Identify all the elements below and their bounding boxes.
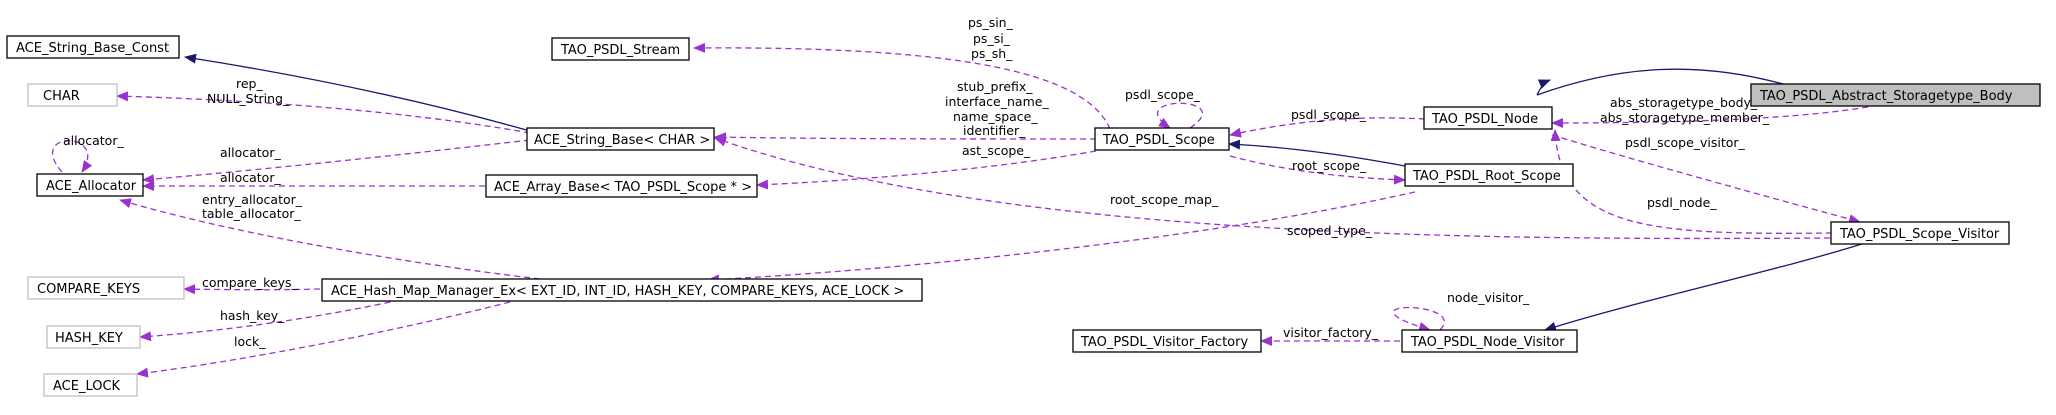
node-ace-string-base-const[interactable]: ACE_String_Base_Const xyxy=(6,35,180,59)
label-rep: rep_ xyxy=(236,76,263,91)
label-ps-si: ps_si_ xyxy=(973,31,1011,46)
label-visitor-factory: visitor_factory_ xyxy=(1283,325,1379,340)
label-lock: lock_ xyxy=(234,334,266,349)
label-hash-key: hash_key_ xyxy=(220,308,285,323)
label-table-allocator: table_allocator_ xyxy=(202,206,301,221)
edge-hashmap-to-hash-key xyxy=(139,299,401,342)
node-compare-keys-label: COMPARE_KEYS xyxy=(37,282,140,297)
edge-scope-to-root-scope xyxy=(1229,155,1406,185)
node-ace-string-base-const-label: ACE_String_Base_Const xyxy=(16,41,169,56)
label-interface-name: interface_name_ xyxy=(945,94,1049,109)
edge-hashmap-to-ace-lock xyxy=(136,301,511,378)
edge-storagetype-body-to-node-members xyxy=(1551,106,1869,128)
label-null-string: NULL_String_ xyxy=(207,91,290,106)
edge-string-base-to-const xyxy=(184,53,531,132)
edge-root-scope-to-hashmap xyxy=(707,191,1416,285)
node-ace-string-base-char[interactable]: ACE_String_Base< CHAR > xyxy=(526,127,715,151)
node-char-label: CHAR xyxy=(43,89,80,104)
node-tao-psdl-visitor-factory[interactable]: TAO_PSDL_Visitor_Factory xyxy=(1072,329,1262,353)
node-tao-psdl-node-label: TAO_PSDL_Node xyxy=(1431,112,1538,127)
node-tao-psdl-node-visitor[interactable]: TAO_PSDL_Node_Visitor xyxy=(1401,329,1578,353)
edge-string-base-to-allocator xyxy=(142,139,531,185)
edge-node-to-scope-visitor xyxy=(1551,134,1861,224)
label-psdl-scope-visitor: psdl_scope_visitor_ xyxy=(1625,135,1746,150)
node-ace-hash-map-manager-ex[interactable]: ACE_Hash_Map_Manager_Ex< EXT_ID, INT_ID,… xyxy=(321,278,923,302)
node-tao-psdl-node[interactable]: TAO_PSDL_Node xyxy=(1423,106,1553,130)
label-root-scope: root_scope_ xyxy=(1292,158,1367,173)
node-ace-allocator-label: ACE_Allocator xyxy=(46,179,137,194)
label-allocator-1: allocator_ xyxy=(220,145,281,160)
node-ace-lock[interactable]: ACE_LOCK xyxy=(43,373,138,397)
node-tao-psdl-node-visitor-label: TAO_PSDL_Node_Visitor xyxy=(1410,335,1565,350)
edge-scope-to-stream xyxy=(693,42,1111,130)
label-entry-allocator: entry_allocator_ xyxy=(202,192,303,207)
label-name-space: name_space_ xyxy=(953,109,1038,124)
node-tao-psdl-root-scope[interactable]: TAO_PSDL_Root_Scope xyxy=(1404,163,1574,187)
edge-scope-visitor-to-string-base xyxy=(714,136,1831,240)
node-hash-key-label: HASH_KEY xyxy=(55,331,123,346)
label-allocator-2: allocator_ xyxy=(220,170,281,185)
label-node-visitor: node_visitor_ xyxy=(1447,290,1530,305)
node-ace-array-base[interactable]: ACE_Array_Base< TAO_PSDL_Scope * > xyxy=(485,174,758,198)
node-ace-allocator[interactable]: ACE_Allocator xyxy=(36,173,144,197)
node-compare-keys[interactable]: COMPARE_KEYS xyxy=(27,276,185,300)
node-tao-psdl-abstract-storagetype-body[interactable]: TAO_PSDL_Abstract_Storagetype_Body xyxy=(1750,83,2041,107)
node-hash-key[interactable]: HASH_KEY xyxy=(46,325,141,349)
label-psdl-node: psdl_node_ xyxy=(1647,195,1717,210)
node-ace-hash-map-manager-ex-label: ACE_Hash_Map_Manager_Ex< EXT_ID, INT_ID,… xyxy=(331,284,904,299)
node-ace-lock-label: ACE_LOCK xyxy=(53,379,121,394)
node-ace-array-base-label: ACE_Array_Base< TAO_PSDL_Scope * > xyxy=(494,180,752,195)
label-scoped-type: scoped_type_ xyxy=(1287,223,1373,238)
node-tao-psdl-stream[interactable]: TAO_PSDL_Stream xyxy=(551,37,690,61)
label-ast-scope: ast_scope_ xyxy=(962,143,1031,158)
label-psdl-scope: psdl_scope_ xyxy=(1291,107,1367,122)
edge-node-visitor-self-loop xyxy=(1392,306,1445,332)
node-tao-psdl-visitor-factory-label: TAO_PSDL_Visitor_Factory xyxy=(1080,335,1248,350)
node-tao-psdl-scope-visitor[interactable]: TAO_PSDL_Scope_Visitor xyxy=(1830,221,2010,245)
node-ace-string-base-char-label: ACE_String_Base< CHAR > xyxy=(534,133,710,148)
edge-scope-to-string-base xyxy=(714,132,1097,143)
node-tao-psdl-scope[interactable]: TAO_PSDL_Scope xyxy=(1094,127,1230,151)
node-char[interactable]: CHAR xyxy=(27,83,118,107)
edge-hashmap-to-allocator xyxy=(119,198,541,280)
edge-root-scope-to-scope xyxy=(1228,139,1406,167)
label-psdl-scope-self: psdl_scope_ xyxy=(1125,87,1201,102)
edge-storagetype-body-to-node xyxy=(1536,69,1791,96)
label-compare-keys: compare_keys_ xyxy=(202,275,298,290)
label-allocator-self: allocator_ xyxy=(63,133,124,148)
edge-string-base-to-char xyxy=(116,91,531,134)
node-tao-psdl-scope-visitor-label: TAO_PSDL_Scope_Visitor xyxy=(1839,227,2000,242)
edge-allocator-self-loop xyxy=(52,139,93,173)
edge-hashmap-to-compare-keys xyxy=(183,284,321,295)
label-abs-storagetype-member: abs_storagetype_member_ xyxy=(1600,110,1770,125)
label-ps-sin: ps_sin_ xyxy=(968,15,1014,30)
label-abs-storagetype-body: abs_storagetype_body_ xyxy=(1610,95,1758,110)
label-stub-prefix: stub_prefix_ xyxy=(957,79,1033,94)
label-ps-sh: ps_sh_ xyxy=(971,46,1013,61)
node-tao-psdl-stream-label: TAO_PSDL_Stream xyxy=(560,43,680,58)
edge-node-to-scope xyxy=(1229,117,1426,138)
node-tao-psdl-scope-label: TAO_PSDL_Scope xyxy=(1102,133,1215,148)
label-identifier: identifier_ xyxy=(963,123,1026,138)
edge-scope-visitor-to-node-visitor xyxy=(1544,242,1866,332)
edge-scope-self-loop xyxy=(1156,102,1204,129)
node-tao-psdl-root-scope-label: TAO_PSDL_Root_Scope xyxy=(1412,169,1561,184)
node-tao-psdl-abstract-storagetype-body-label: TAO_PSDL_Abstract_Storagetype_Body xyxy=(1759,89,2013,104)
edge-scope-to-array-base xyxy=(756,150,1097,190)
label-root-scope-map: root_scope_map_ xyxy=(1110,192,1219,207)
